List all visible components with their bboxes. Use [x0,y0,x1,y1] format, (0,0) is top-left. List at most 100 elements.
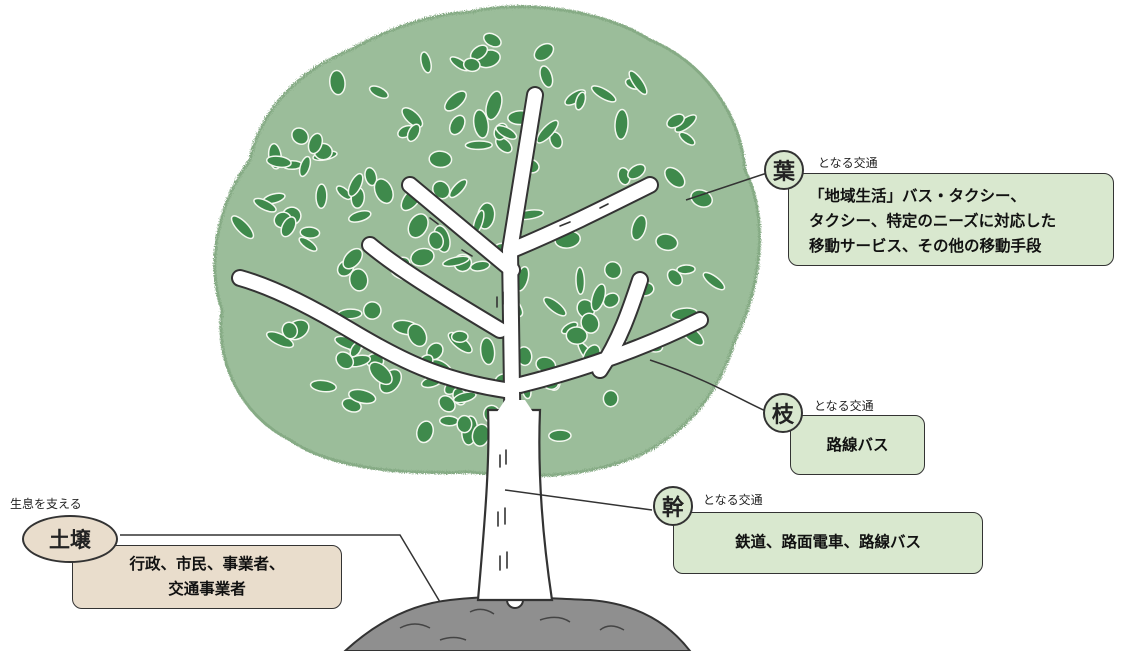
leaf-shape [590,85,617,103]
leaf-shape [280,216,297,238]
leaf-shape [495,124,518,140]
leaf-shape [410,247,435,267]
leaf-shape [580,312,600,334]
leaf-shape [590,283,607,312]
leaf-shape [348,209,372,223]
trunk-transport-line: 鉄道、路面電車、路線バス [734,533,921,551]
leaf-shape [628,70,648,96]
leaf-cluster [230,32,726,447]
leaf-shape [533,42,555,62]
soil-actors-line: 交通事業者 [168,580,246,598]
leaf-shape [574,91,587,111]
leaf-shape [444,90,467,112]
leaf-shape [456,414,473,434]
soil-char-badge: 土壌 [22,515,118,563]
leaf-shape [362,301,382,320]
leaf-shape [666,113,685,129]
leaf-shape [307,132,324,155]
leaf-shape [702,271,726,291]
trunk-char-badge: 幹 [653,486,693,526]
leaf-shape [291,127,310,145]
leaf-shape [265,155,292,169]
leaf-transport-line: タクシー、特定のニーズに対応した [809,212,1057,230]
leaf-shape [299,226,321,239]
leaf-shape [678,131,696,146]
leaf-shape [690,189,713,208]
leaf-transport-box: 「地域生活」バス・タクシー、 タクシー、特定のニーズに対応した 移動サービス、そ… [788,173,1114,266]
tree-trunk-and-branches [231,86,709,609]
leaf-shape [603,261,623,280]
leaf-shape [676,264,696,275]
branch-transport-tag: となる交通 [814,399,874,413]
leaf-shape [428,150,453,169]
leaf-shape [448,114,466,136]
leaf-shape [442,255,470,268]
leaf-shape [666,268,683,287]
leaf-shape [630,214,648,241]
leaf-shape [298,155,312,178]
leaf-shape [450,330,469,344]
ground-texture [399,608,625,641]
leaf-shape [415,420,435,444]
leaf-shape [602,389,619,408]
leaf-transport-line: 移動サービス、その他の移動手段 [809,237,1042,255]
leaf-shape [368,85,389,99]
leaf-shape [315,183,328,210]
leaf-shape [438,394,456,413]
soil-support-tag: 生息を支える [10,497,82,511]
leaf-shape [348,268,369,292]
leaf-shape [281,321,299,340]
leaf-shape [536,119,559,144]
leaf-shape [464,140,493,151]
leaf-shape [479,337,496,366]
leaf-shape [298,236,318,252]
leaf-shape [348,388,377,405]
leaf-shape [420,51,432,74]
leaf-shape [462,57,481,73]
leaf-shape [438,415,460,427]
leaf-shape [253,197,277,213]
branch-transport-line: 路線バス [826,436,889,454]
leaf-shape [482,32,502,48]
leaf-shape [406,123,421,143]
leaf-shape [230,215,255,240]
soil-actors-box: 行政、市民、事業者、 交通事業者 [72,545,342,609]
leaf-shape [472,109,490,139]
leaf-shape [407,323,428,348]
leaf-shape [664,166,686,189]
leaf-shape [448,178,468,199]
leaf-transport-tag: となる交通 [818,156,878,170]
leaf-shape [265,331,295,349]
leaf-shape [368,361,393,386]
leaf-shape [655,233,679,252]
leaf-shape [347,172,364,198]
callout-lines [120,171,771,603]
leaf-shape [342,247,364,270]
leaf-shape [401,106,424,129]
leaf-char-badge: 葉 [764,150,804,190]
leaf-shape [627,163,646,180]
leaf-shape [373,178,394,205]
leaf-shape [614,108,629,141]
branch-transport-box: 路線バス [790,415,925,475]
leaf-shape [364,166,378,187]
trunk-transport-tag: となる交通 [703,493,763,507]
leaf-shape [485,90,503,121]
leaf-shape [407,213,429,239]
leaf-shape [543,296,567,317]
leaf-shape [539,65,554,88]
leaf-shape [427,230,445,251]
branch-char-badge: 枝 [763,393,803,433]
leaf-shape [335,351,355,370]
leaf-shape [548,429,572,443]
leaf-transport-line: 「地域生活」バス・タクシー、 [809,187,1026,205]
leaf-shape [602,292,620,309]
soil-actors-line: 行政、市民、事業者、 [129,555,285,573]
leaf-shape [309,379,337,393]
leaf-shape [565,326,588,345]
leaf-shape [328,69,346,96]
leaf-shape [335,185,352,201]
leaf-shape [575,266,586,296]
trunk-transport-box: 鉄道、路面電車、路線バス [673,512,983,574]
